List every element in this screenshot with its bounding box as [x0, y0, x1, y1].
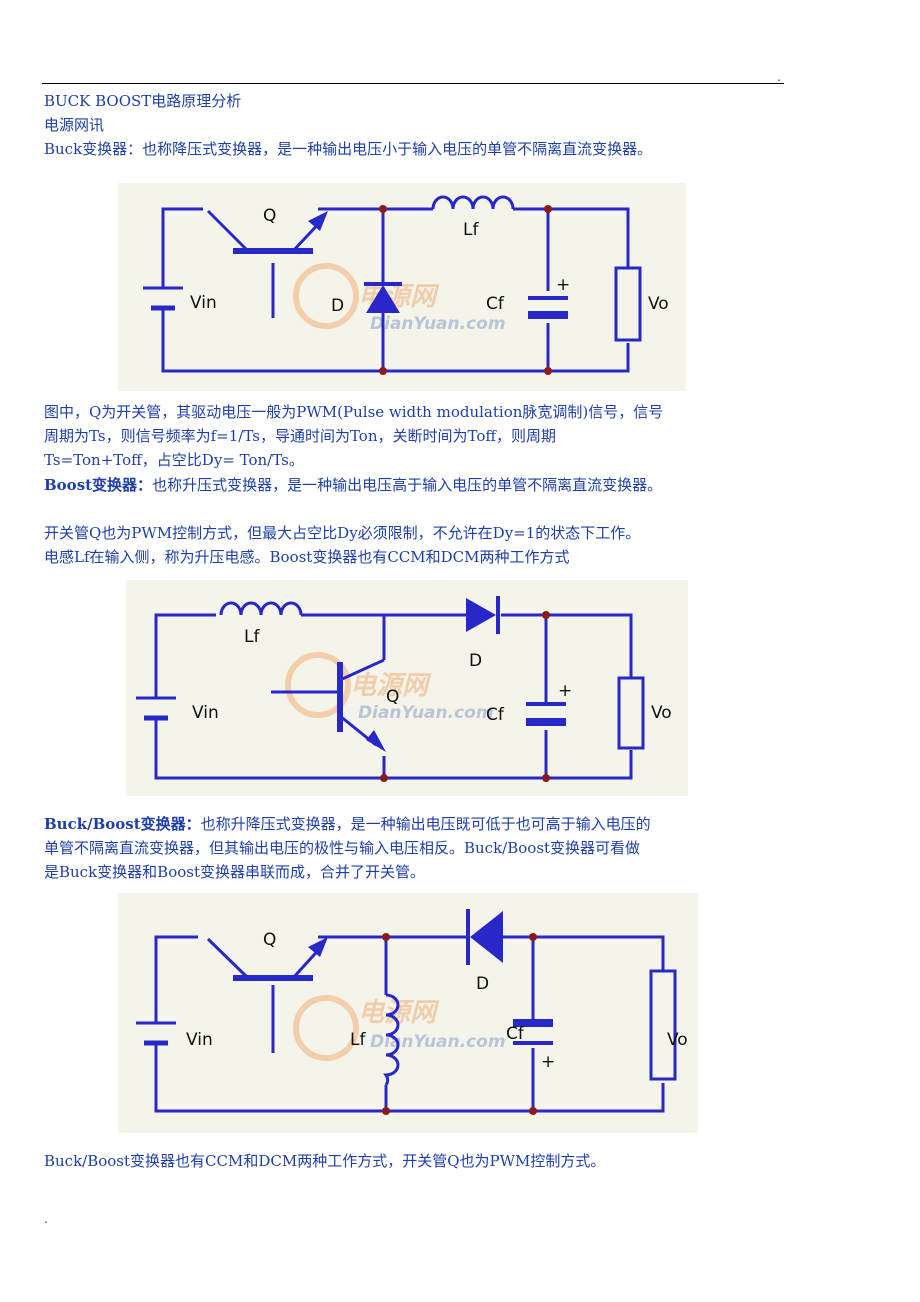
- buckboost-desc-line-1: 也称升降压式变换器，是一种输出电压既可低于也可高于输入电压的: [200, 815, 651, 833]
- junction-nodes: [382, 933, 537, 1115]
- cf-plus-label: +: [541, 1052, 555, 1072]
- buckboost-label: Buck/Boost变换器：: [44, 815, 201, 833]
- closing-text: Buck/Boost变换器也有CCM和DCM两种工作方式，开关管Q也为PWM控制…: [44, 1152, 606, 1170]
- junction-nodes: [380, 611, 550, 782]
- buck-desc-line-1: 图中，Q为开关管，其驱动电压一般为PWM(Pulse width modulat…: [44, 403, 664, 421]
- doc-title: BUCK BOOST电路原理分析: [44, 92, 242, 110]
- buckboost-circuit-figure: 电源网 DianYuan.com: [118, 893, 698, 1133]
- vin-label: Vin: [186, 1030, 213, 1050]
- boost-desc-line-1: 开关管Q也为PWM控制方式，但最大占空比Dy必须限制，不允许在Dy=1的状态下工…: [44, 524, 641, 542]
- diode-d-symbol: [466, 909, 503, 965]
- load-resistor-symbol: [614, 266, 642, 342]
- capacitor-cf-symbol: +: [528, 275, 570, 319]
- transistor-q-symbol: [337, 658, 386, 752]
- diode-d-symbol: [466, 596, 500, 634]
- header-mark: .: [777, 70, 781, 84]
- buck-desc-line-2: 周期为Ts，则信号频率为f=1/Ts，导通时间为Ton，关断时间为Toff，则周…: [44, 427, 557, 445]
- lf-label: Lf: [244, 627, 260, 647]
- watermark: 电源网 DianYuan.com: [293, 995, 506, 1061]
- vin-battery-symbol: [143, 286, 183, 311]
- header-rule: [42, 83, 784, 84]
- d-label: D: [331, 296, 344, 316]
- boost-label: Boost变换器：: [44, 476, 153, 494]
- vo-label: Vo: [667, 1030, 688, 1050]
- load-resistor-symbol: [649, 969, 677, 1081]
- capacitor-cf-symbol: +: [526, 681, 572, 726]
- doc-source: 电源网讯: [44, 116, 105, 134]
- boost-intro-text: 也称升压式变换器，是一种输出电压高于输入电压的单管不隔离直流变换器。: [152, 476, 663, 494]
- buckboost-intro: Buck/Boost变换器：也称升降压式变换器，是一种输出电压既可低于也可高于输…: [44, 813, 651, 835]
- cf-plus-label: +: [558, 681, 572, 701]
- d-label: D: [476, 974, 489, 994]
- buckboost-desc-line-2: 单管不隔离直流变换器，但其输出电压的极性与输入电压相反。Buck/Boost变换…: [44, 839, 641, 857]
- diode-d-symbol: [364, 282, 402, 313]
- q-label: Q: [386, 687, 399, 707]
- lf-label: Lf: [463, 220, 479, 240]
- d-label: D: [469, 651, 482, 671]
- watermark: 电源网 DianYuan.com: [293, 263, 506, 334]
- buckboost-desc-line-3: 是Buck变换器和Boost变换器串联而成，合并了开关管。: [44, 863, 425, 881]
- junction-nodes: [379, 205, 552, 375]
- cf-plus-label: +: [556, 275, 570, 295]
- boost-intro: Boost变换器：也称升压式变换器，是一种输出电压高于输入电压的单管不隔离直流变…: [44, 474, 662, 496]
- vin-battery-symbol: [136, 696, 176, 721]
- cf-label: Cf: [486, 705, 505, 725]
- watermark-en: DianYuan.com: [370, 314, 506, 334]
- transistor-q-symbol: [206, 937, 328, 981]
- buck-desc-line-3: Ts=Ton+Toff，占空比Dy= Ton/Ts。: [44, 451, 304, 469]
- watermark: 电源网 DianYuan.com: [285, 652, 494, 723]
- vin-label: Vin: [190, 293, 217, 313]
- q-label: Q: [263, 930, 276, 950]
- q-label: Q: [263, 206, 276, 226]
- watermark-en: DianYuan.com: [358, 703, 494, 723]
- footer-mark: .: [44, 1212, 48, 1226]
- buck-circuit-figure: 电源网 DianYuan.com: [118, 183, 686, 391]
- buckboost-wires: [154, 935, 665, 1113]
- vo-label: Vo: [651, 703, 672, 723]
- capacitor-cf-symbol: +: [513, 1019, 555, 1072]
- boost-desc-line-2: 电感Lf在输入侧，称为升压电感。Boost变换器也有CCM和DCM两种工作方式: [44, 548, 570, 566]
- lf-label: Lf: [350, 1030, 366, 1050]
- watermark-cn: 电源网: [350, 671, 432, 701]
- cf-label: Cf: [506, 1024, 525, 1044]
- buck-intro: Buck变换器：也称降压式变换器，是一种输出电压小于输入电压的单管不隔离直流变换…: [44, 140, 653, 158]
- load-resistor-symbol: [617, 676, 645, 750]
- watermark-en: DianYuan.com: [370, 1032, 506, 1052]
- cf-label: Cf: [486, 294, 505, 314]
- vin-battery-symbol: [136, 1021, 176, 1046]
- vin-label: Vin: [192, 703, 219, 723]
- vo-label: Vo: [648, 294, 669, 314]
- transistor-q-symbol: [206, 209, 328, 254]
- boost-wires: [154, 601, 633, 780]
- boost-circuit-figure: 电源网 DianYuan.com: [126, 580, 688, 796]
